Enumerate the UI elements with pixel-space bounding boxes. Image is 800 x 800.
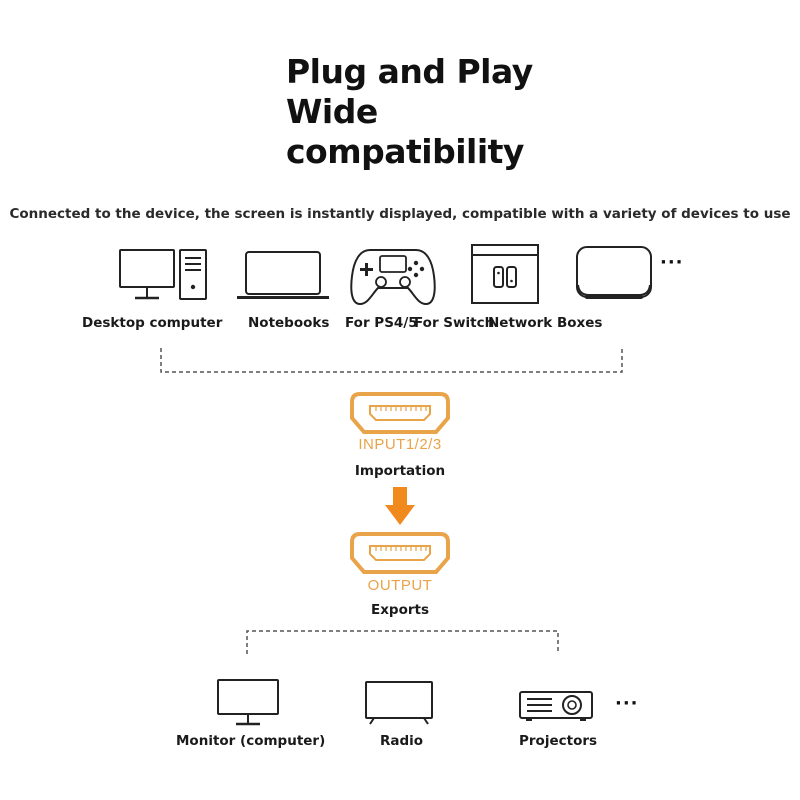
input-caption: Importation — [354, 463, 446, 479]
gamepad-icon — [350, 249, 436, 306]
tv-icon — [365, 681, 433, 725]
title-line-1: Plug and Play — [286, 52, 533, 91]
output-label-radio: Radio — [380, 733, 424, 749]
monitor-icon — [217, 679, 279, 726]
network-box-icon — [576, 246, 652, 299]
projector-icon — [519, 691, 593, 721]
output-label-projectors: Projectors — [519, 733, 598, 749]
laptop-icon — [237, 251, 329, 299]
title-line-3: compatibility — [286, 132, 524, 171]
source-label-ps: For PS4/5 — [345, 315, 418, 331]
source-label-notebooks: Notebooks — [248, 315, 330, 331]
output-caption: Exports — [370, 602, 429, 618]
source-label-network-boxes: Network Boxes — [488, 315, 603, 331]
title-line-2: Wide — [286, 92, 378, 131]
hdmi-input-port-icon — [350, 392, 450, 434]
arrow-down-icon — [385, 487, 415, 525]
output-port-label: OUTPUT — [367, 577, 433, 594]
input-connector-bracket — [160, 348, 623, 373]
output-connector-bracket — [246, 630, 559, 654]
source-label-desktop: Desktop computer — [82, 315, 223, 331]
more-outputs-ellipsis: ··· — [615, 693, 639, 714]
desktop-computer-icon — [119, 249, 207, 300]
hdmi-output-port-icon — [350, 532, 450, 574]
page-title: Plug and Play Wide compatibility — [286, 52, 686, 172]
more-sources-ellipsis: ··· — [660, 252, 684, 273]
page-subtitle: Connected to the device, the screen is i… — [9, 206, 791, 222]
switch-console-icon — [471, 244, 539, 304]
output-label-monitor: Monitor (computer) — [176, 733, 326, 749]
input-port-label: INPUT1/2/3 — [358, 436, 442, 453]
source-label-switch: For Switch — [414, 315, 495, 331]
